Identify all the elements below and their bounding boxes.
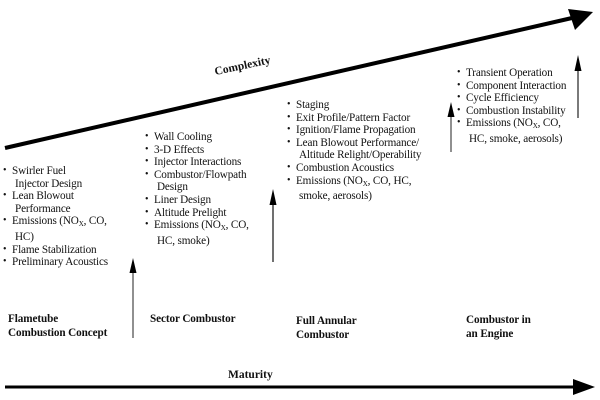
stage-name-line: Combustor in	[466, 314, 531, 326]
stage-2-issues: Wall Cooling3-D EffectsInjector Interact…	[145, 131, 249, 247]
issue-item: Exit Profile/Pattern Factor	[287, 112, 421, 125]
stage-name-line: Combustor	[296, 329, 350, 341]
issue-item-line: Liner Design	[154, 193, 211, 206]
stage-4-name: Combustor in an Engine	[466, 313, 531, 341]
complexity-arrowhead-icon	[568, 9, 593, 30]
issue-item: Preliminary Acoustics	[3, 256, 108, 269]
issue-item-line: Design	[157, 181, 188, 194]
stage-name-line: an Engine	[466, 328, 514, 340]
issue-item: Altitude Prelight	[145, 207, 249, 220]
issue-list: Transient OperationComponent Interaction…	[457, 67, 566, 146]
issue-item-line: Preliminary Acoustics	[12, 256, 108, 269]
issue-item: Emissions (NOX, CO,HC)	[3, 215, 108, 243]
maturity-axis-label: Maturity	[228, 369, 273, 381]
complexity-arrow-line	[4, 16, 573, 150]
issue-item-line: HC, smoke)	[157, 234, 210, 247]
issue-item-line: Emissions (NOX, CO,	[466, 117, 561, 131]
stage-arrow-1	[129, 258, 137, 338]
issue-item: Emissions (NOX, CO,HC, smoke, aerosols)	[457, 117, 566, 145]
issue-item: Combustion Acoustics	[287, 162, 421, 175]
issue-item: Component Interaction	[457, 80, 566, 93]
issue-item-line: Combustion Acoustics	[296, 161, 395, 174]
issue-item: Liner Design	[145, 194, 249, 207]
issue-item-line: Altitude Prelight	[154, 206, 227, 219]
issue-item: Lean Blowout Performance/Altitude Religh…	[287, 137, 421, 162]
stage-3-issues: StagingExit Profile/Pattern FactorIgniti…	[287, 99, 421, 203]
issue-item-line: Combustor/Flowpath	[154, 168, 247, 181]
issue-item: Staging	[287, 99, 421, 112]
maturity-arrowhead-icon	[573, 379, 595, 395]
stage-name-line: Flametube	[8, 313, 59, 325]
issue-item: Emissions (NOX, CO, HC, smoke, aerosols)	[287, 175, 421, 203]
up-arrowhead-icon	[129, 258, 137, 273]
issue-item: Emissions (NOX, CO,HC, smoke)	[145, 219, 249, 247]
issue-item-line: HC)	[15, 230, 34, 243]
issue-item-line: Component Interaction	[466, 79, 567, 92]
stage-1-name: Flametube Combustion Concept	[8, 312, 107, 340]
issue-item-line: Exit Profile/Pattern Factor	[296, 111, 411, 124]
issue-item-line: Wall Cooling	[154, 131, 212, 143]
stage-name-line: Combustion Concept	[8, 327, 108, 339]
issue-item-line: HC, smoke, aerosols)	[469, 132, 563, 145]
issue-item-line: Flame Stabilization	[12, 243, 97, 256]
issue-item: 3-D Effects	[145, 144, 249, 157]
issue-item-line: Emissions (NOX, CO,	[154, 219, 249, 233]
issue-item: Ignition/Flame Propagation	[287, 124, 421, 137]
stage-arrow-2	[269, 189, 277, 262]
stage-2-name: Sector Combustor	[150, 312, 236, 326]
issue-item-line: Lean Blowout Performance/	[296, 136, 419, 149]
issue-item-line: Staging	[296, 99, 330, 111]
issue-item-line: Emissions (NOX, CO, HC,	[296, 174, 412, 188]
stage-name-line: Sector Combustor	[150, 313, 236, 325]
stage-arrow-4	[574, 55, 582, 118]
up-arrowhead-icon	[447, 102, 455, 117]
issue-item-line: Lean Blowout	[12, 190, 74, 203]
issue-item: Combustion Instability	[457, 105, 566, 118]
issue-list: StagingExit Profile/Pattern FactorIgniti…	[287, 99, 421, 203]
issue-item-line: Altitude Relight/Operability	[299, 149, 422, 162]
up-arrowhead-icon	[574, 55, 582, 71]
issue-item: Flame Stabilization	[3, 244, 108, 257]
issue-item-line: Transient Operation	[466, 67, 553, 79]
stage-arrow-3	[447, 102, 455, 152]
stage-3-name: Full Annular Combustor	[296, 314, 357, 342]
issue-item: Wall Cooling	[145, 131, 249, 144]
up-arrowhead-icon	[269, 189, 277, 205]
issue-item: Transient Operation	[457, 67, 566, 80]
issue-item-line: Cycle Efficiency	[466, 92, 539, 105]
issue-list: Wall Cooling3-D EffectsInjector Interact…	[145, 131, 249, 247]
issue-item-line: 3-D Effects	[154, 143, 205, 156]
issue-item-line: smoke, aerosols)	[299, 190, 372, 203]
issue-item-line: Combustion Instability	[466, 104, 566, 117]
issue-item: Injector Interactions	[145, 156, 249, 169]
issue-item-line: Swirler Fuel	[12, 165, 66, 177]
issue-item-line: Injector Interactions	[154, 156, 242, 169]
issue-item-line: Emissions (NOX, CO,	[12, 215, 107, 229]
issue-item: Cycle Efficiency	[457, 92, 566, 105]
issue-item-line: Injector Design	[15, 177, 83, 190]
stage-4-issues: Transient OperationComponent Interaction…	[457, 67, 566, 146]
stage-name-line: Full Annular	[296, 315, 357, 327]
issue-item-line: Performance	[15, 202, 71, 215]
issue-item-line: Ignition/Flame Propagation	[296, 124, 416, 137]
